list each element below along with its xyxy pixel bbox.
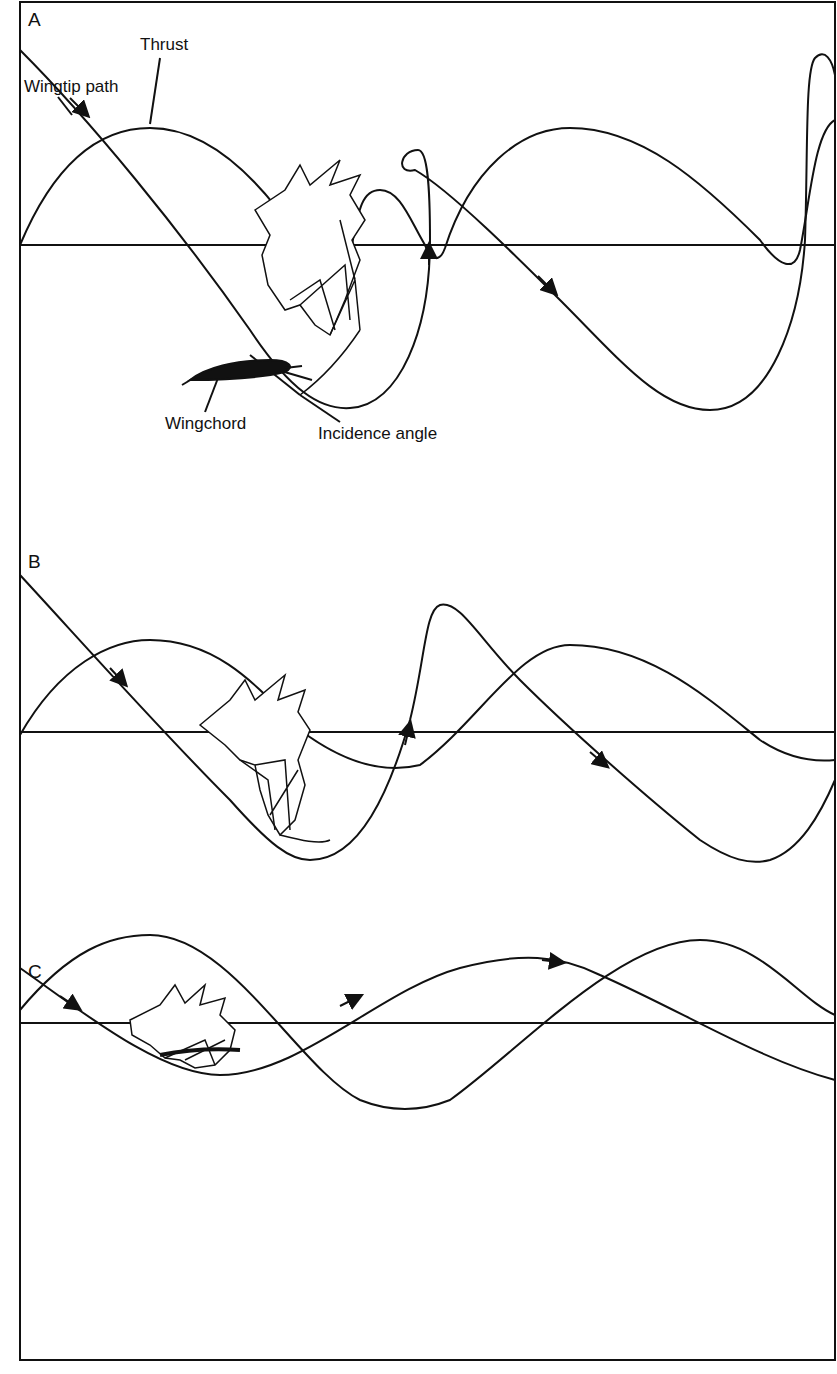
wingchord-line: [285, 366, 302, 368]
leader-line: [300, 395, 340, 422]
wingchord-airfoil: [190, 360, 290, 380]
bat-figure: [200, 675, 330, 842]
direction-arrow: [590, 752, 603, 763]
direction-arrow: [405, 728, 409, 745]
panel-letter: A: [28, 10, 41, 31]
direction-arrow: [340, 998, 356, 1006]
baseline: [20, 731, 835, 733]
wingtip-path: [20, 50, 835, 410]
panel-letter: B: [28, 552, 41, 573]
part-label: Wingtip path: [24, 78, 119, 97]
leader-line: [58, 97, 72, 115]
direction-arrow: [70, 98, 84, 112]
direction-arrow: [542, 960, 558, 962]
part-label: Wingchord: [165, 415, 246, 434]
leader-line: [205, 378, 218, 412]
wingtip-path: [20, 958, 835, 1080]
thrust-curve: [20, 640, 835, 768]
baseline: [20, 244, 835, 246]
direction-arrow: [110, 668, 122, 681]
part-label: Incidence angle: [318, 425, 437, 444]
direction-arrow: [538, 276, 552, 290]
direction-arrow: [60, 996, 75, 1006]
bat-figure: [130, 985, 240, 1068]
part-label: Thrust: [140, 36, 188, 55]
thrust-curve: [20, 120, 835, 278]
frame: [20, 2, 835, 1360]
panel-letter: C: [28, 962, 42, 983]
wingtip-path: [20, 575, 835, 862]
direction-arrow: [428, 250, 430, 265]
thrust-curve: [20, 935, 835, 1109]
leader-line: [150, 58, 160, 124]
wingchord-line: [182, 379, 192, 385]
